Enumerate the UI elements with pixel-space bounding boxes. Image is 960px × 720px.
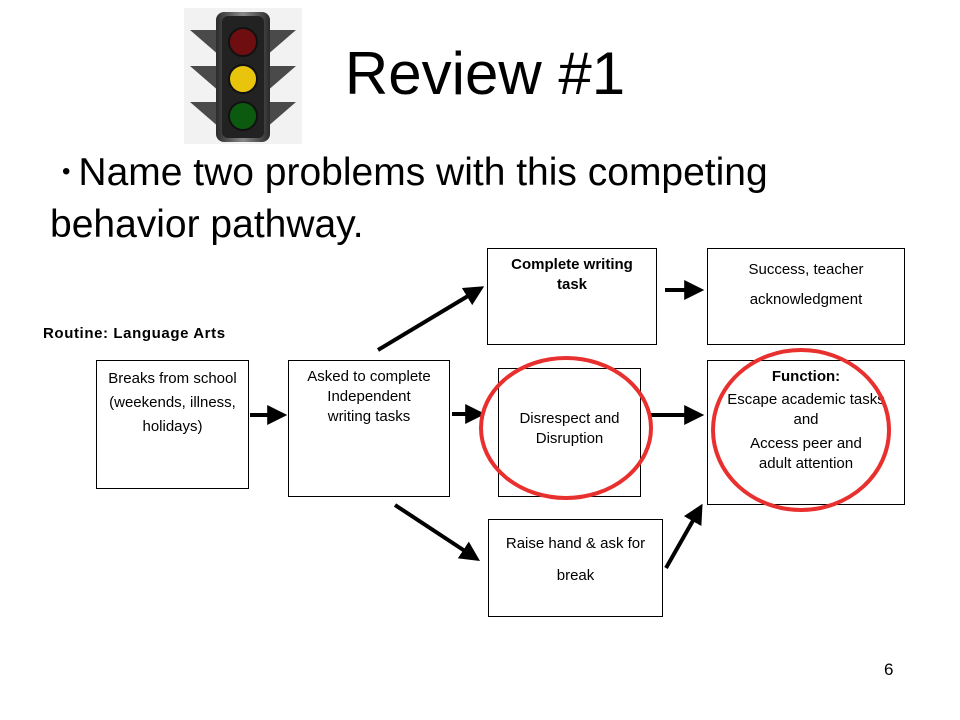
setting-event-text: Breaks from school (weekends, illness, h… (108, 370, 237, 435)
problem-behavior-text: Disrespect and Disruption (519, 410, 620, 447)
bullet-text: Name two problems with this competing be… (50, 151, 768, 246)
antecedent-text: Asked to complete Independent writing ta… (307, 368, 431, 425)
green-light (228, 101, 258, 131)
function-title: Function: (771, 368, 841, 385)
arrow-replacement-to-function (664, 503, 703, 569)
page-number: 6 (884, 660, 894, 679)
function-line-1: Escape academic tasks and (727, 391, 885, 428)
red-light (228, 27, 258, 57)
replacement-behavior-text: Raise hand & ask for break (505, 535, 646, 584)
bullet-point: •Name two problems with this competing b… (50, 146, 870, 251)
function-circle (711, 348, 891, 512)
antecedent-box: Asked to complete Independent writing ta… (288, 360, 450, 497)
yellow-light (228, 64, 258, 94)
desired-consequence-text: Success, teacher acknowledgment (748, 261, 864, 308)
arrow-antecedent-to-desired (376, 286, 485, 352)
replacement-behavior-box: Raise hand & ask for break (488, 519, 663, 617)
desired-behavior-box: Complete writing task (487, 248, 657, 345)
traffic-light-icon (190, 12, 296, 142)
problem-behavior-box: Disrespect and Disruption (498, 368, 641, 497)
problem-behavior-circle (479, 356, 653, 500)
slide-title: Review #1 (344, 40, 626, 107)
bullet-icon: • (62, 158, 71, 185)
setting-event-box: Breaks from school (weekends, illness, h… (96, 360, 249, 489)
routine-label: Routine: Language Arts (43, 325, 226, 342)
function-line-2: Access peer and adult attention (750, 435, 862, 472)
arrow-antecedent-to-replacement (393, 503, 481, 561)
desired-consequence-box: Success, teacher acknowledgment (707, 248, 905, 345)
desired-behavior-text: Complete writing task (511, 256, 633, 293)
